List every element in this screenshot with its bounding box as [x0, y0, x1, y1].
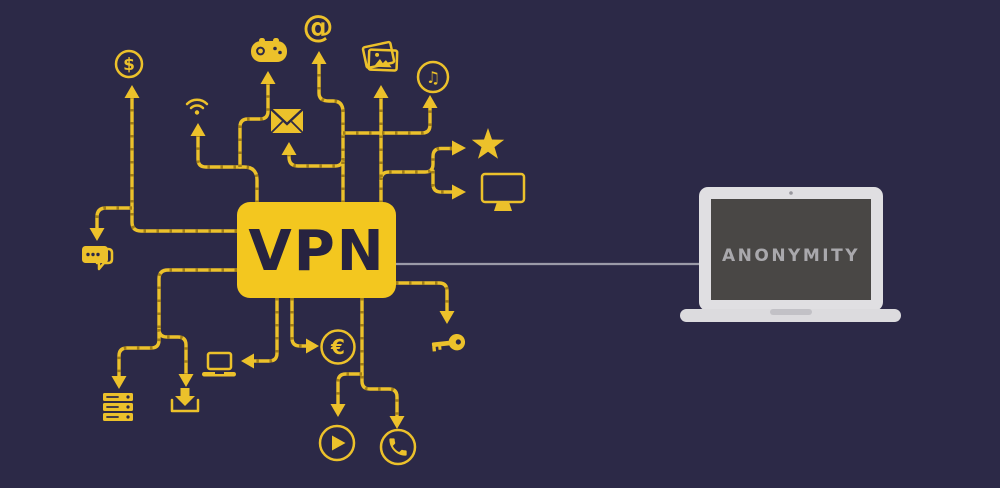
gamepad-icon — [251, 38, 287, 62]
arrowheads — [89, 51, 466, 429]
email-icon — [269, 107, 305, 134]
photos-icon — [361, 40, 399, 72]
at-sign-icon: @ — [303, 9, 334, 45]
star-icon — [471, 128, 505, 159]
anonymity-label: ANONYMITY — [722, 246, 860, 266]
key-icon — [431, 333, 466, 352]
music-icon: ♫ — [416, 60, 450, 94]
dollar-glyph: $ — [123, 55, 135, 75]
at-glyph: @ — [303, 9, 334, 45]
euro-icon: € — [320, 329, 356, 365]
anonymity-laptop: ANONYMITY — [680, 187, 901, 322]
vpn-box: VPN — [237, 202, 396, 298]
dollar-icon: $ — [114, 49, 144, 79]
monitor-icon — [480, 172, 526, 211]
chat-icon — [82, 246, 114, 271]
laptop-camera-dot — [789, 191, 793, 195]
wifi-icon — [185, 98, 209, 115]
vpn-label: VPN — [248, 219, 385, 284]
phone-icon — [379, 428, 417, 466]
server-icon — [103, 393, 133, 421]
music-note-glyph: ♫ — [426, 68, 440, 87]
download-icon — [170, 388, 200, 413]
euro-glyph: € — [330, 335, 345, 359]
play-icon — [318, 424, 356, 462]
laptop-icon — [202, 351, 236, 377]
